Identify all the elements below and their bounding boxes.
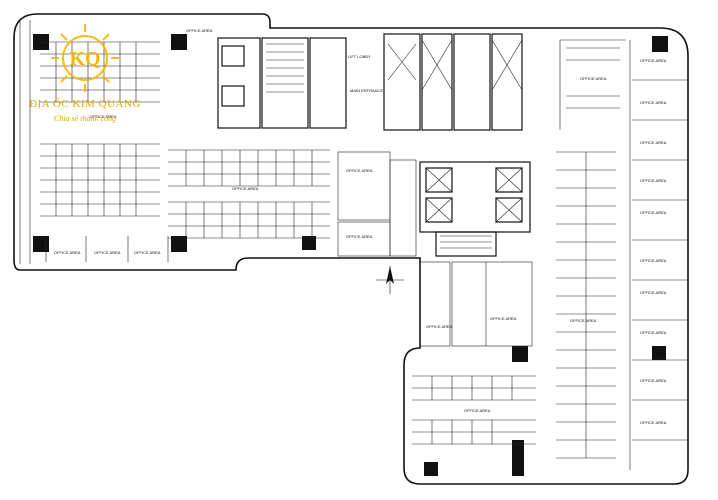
office-area-label: OFFICE AREA <box>186 28 213 33</box>
office-area-label: OFFICE AREA <box>346 234 373 239</box>
company-logo: KQ ĐỊA ỐC KIM QUANG Chia sẻ thành công <box>10 10 160 125</box>
office-area-label: OFFICE AREA <box>640 290 667 295</box>
office-area-label: OFFICE AREA <box>640 58 667 63</box>
workstations <box>40 41 620 459</box>
office-area-label: OFFICE AREA <box>640 378 667 383</box>
office-area-label: OFFICE AREA <box>640 210 667 215</box>
office-area-label: OFFICE AREA <box>640 420 667 425</box>
sun-logo-icon: KQ <box>51 24 119 92</box>
partitions <box>45 39 688 470</box>
office-area-label: OFFICE AREA <box>54 250 81 255</box>
office-area-label: OFFICE AREA <box>570 318 597 323</box>
office-area-label: OFFICE AREA <box>464 408 491 413</box>
office-area-label: OFFICE AREA <box>94 250 121 255</box>
structural-columns <box>33 34 668 476</box>
office-area-label: OFFICE AREA <box>232 186 259 191</box>
svg-text:KQ: KQ <box>69 48 100 70</box>
building-core <box>217 33 531 257</box>
office-area-label: OFFICE AREA <box>640 100 667 105</box>
logo-title: ĐỊA ỐC KIM QUANG <box>29 98 141 110</box>
office-area-label: OFFICE AREA <box>640 258 667 263</box>
logo-tagline: Chia sẻ thành công <box>54 114 116 123</box>
building-outline <box>13 13 689 485</box>
office-area-label: OFFICE AREA <box>580 76 607 81</box>
lift-lobby-label: LIFT LOBBY <box>348 54 371 59</box>
office-area-label: OFFICE AREA <box>346 168 373 173</box>
office-area-label: OFFICE AREA <box>640 178 667 183</box>
main-entrance-label: MAIN ENTRANCE <box>350 88 383 93</box>
north-arrow <box>376 266 404 294</box>
office-area-label: OFFICE AREA <box>426 324 453 329</box>
office-area-label: OFFICE AREA <box>640 140 667 145</box>
office-area-label: OFFICE AREA <box>90 114 117 119</box>
room-labels: OFFICE AREA OFFICE AREA OFFICE AREA OFFI… <box>54 28 667 425</box>
office-area-label: OFFICE AREA <box>640 330 667 335</box>
office-area-label: OFFICE AREA <box>134 250 161 255</box>
office-area-label: OFFICE AREA <box>490 316 517 321</box>
